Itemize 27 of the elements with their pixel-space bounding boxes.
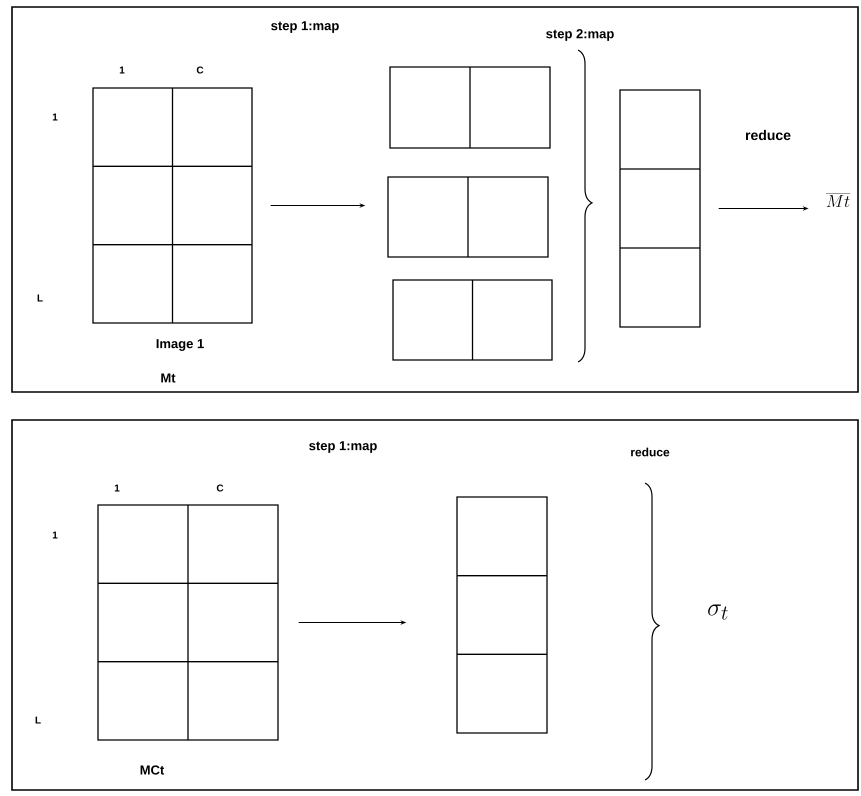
node-label: Image 1 [156,339,204,351]
step-label: step 1:map [309,441,377,453]
row-index: L [36,716,41,724]
grid-box [97,504,279,741]
panel-frame [11,419,859,791]
column-index: 1 [114,484,120,492]
column-index: C [196,66,204,74]
split-box [387,176,549,258]
output-symbol: $\overline{Mt}$ [826,194,850,208]
row-index: L [38,294,43,302]
column-index: 1 [120,66,124,74]
step-label: step 2:map [546,29,614,41]
step-label: reduce [746,130,790,140]
split-box [392,279,553,361]
column-index: C [216,484,224,492]
node-label: MCt [140,765,164,775]
step-label: reduce [631,448,670,456]
column-box [619,89,701,328]
row-index: 1 [52,532,58,538]
panel-frame [11,6,859,393]
row-index: 1 [52,114,58,120]
step-label: step 1:map [271,21,339,33]
node-label: Mt [161,373,176,383]
split-box [389,66,551,149]
grid-box [92,87,253,324]
sigma-symbol: $\sigma_t$ [708,604,728,620]
column-box [456,496,548,734]
